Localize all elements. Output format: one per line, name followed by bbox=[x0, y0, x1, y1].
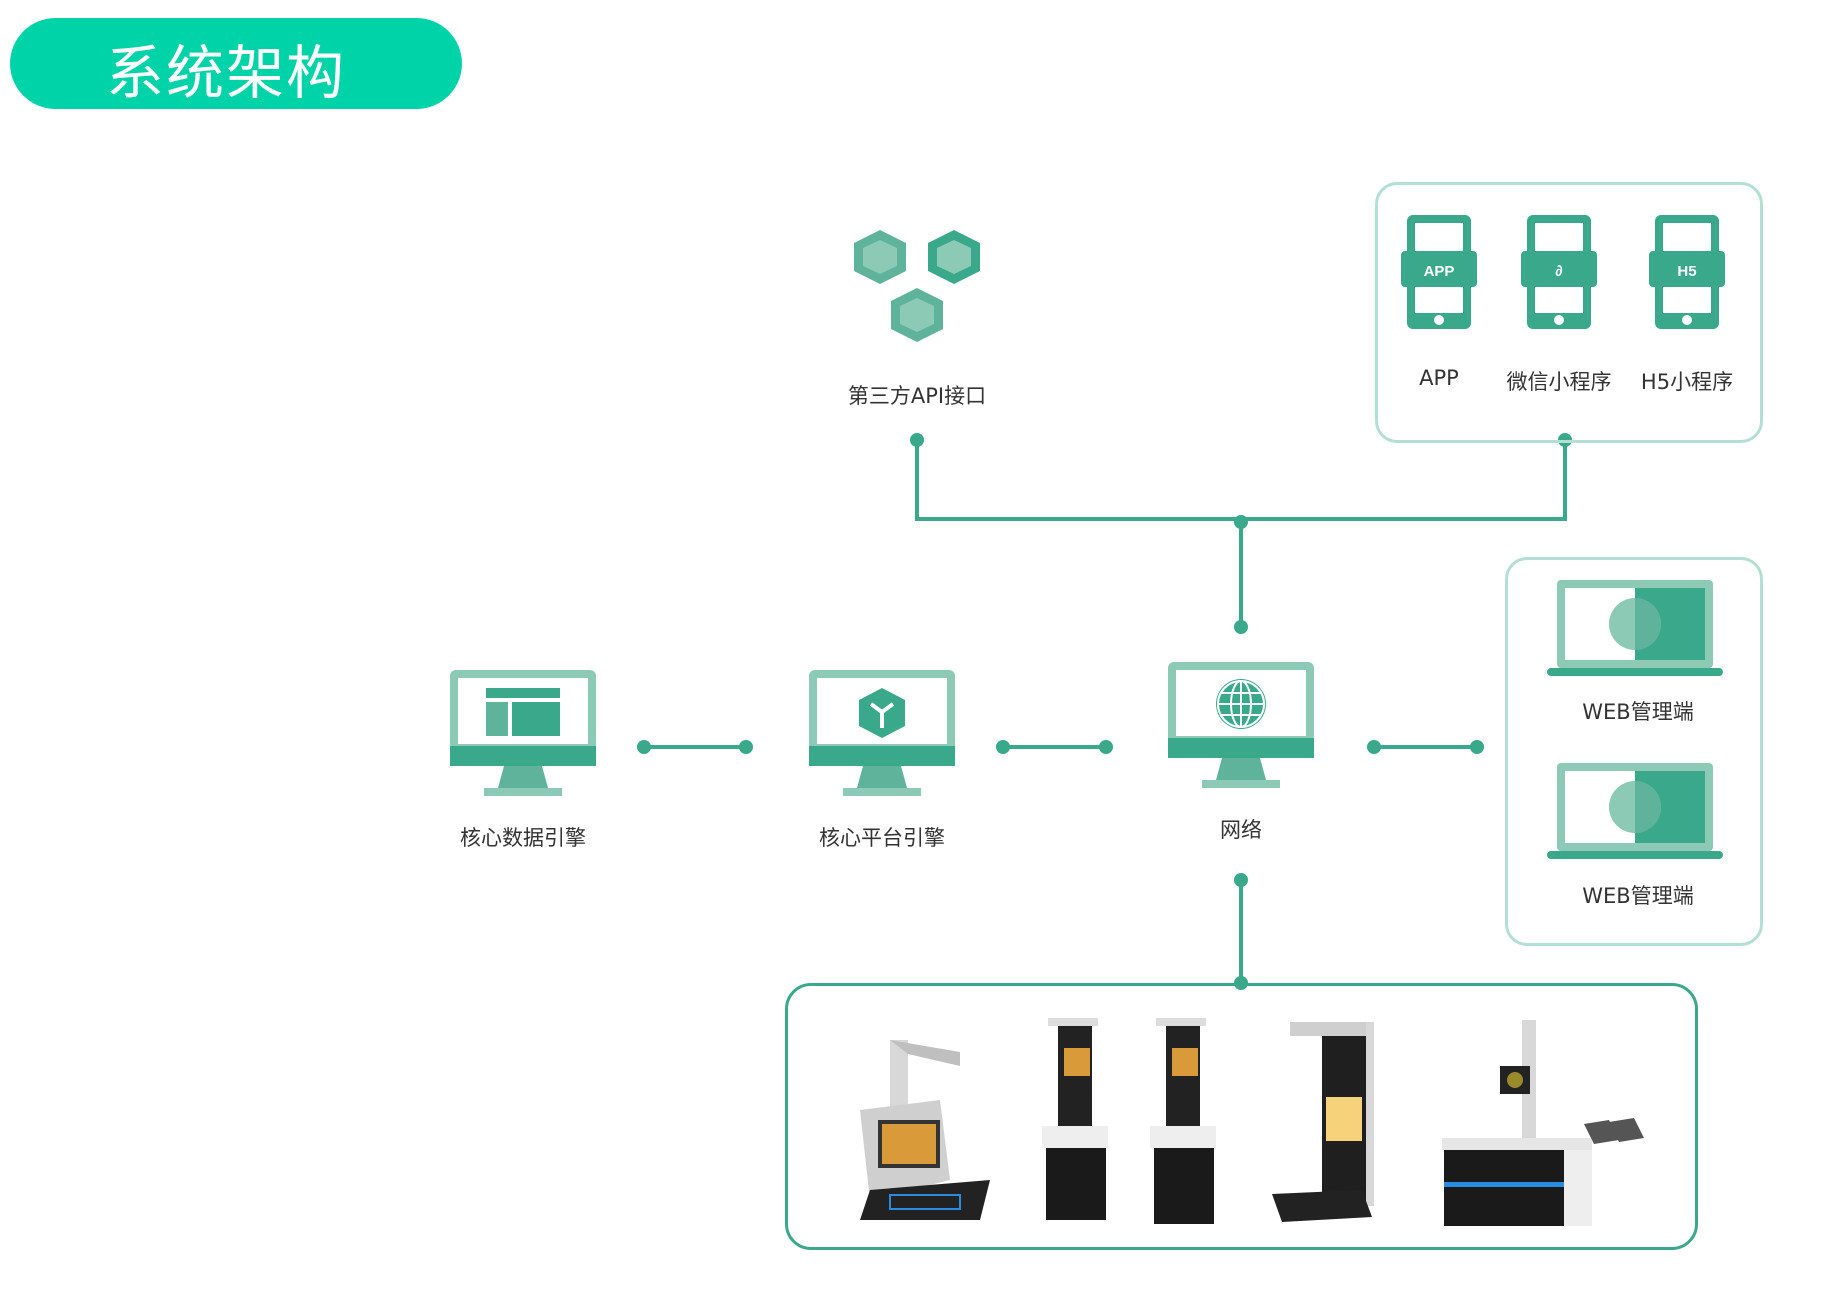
laptop-globe-icon[interactable] bbox=[1547, 763, 1723, 863]
app-phone-icon[interactable]: APP bbox=[1401, 215, 1477, 329]
client-label-h5: H5小程序 bbox=[1640, 370, 1734, 394]
network-label: 网络 bbox=[1220, 818, 1262, 842]
hexagon-cluster-icon bbox=[854, 230, 980, 342]
self-service-kiosk[interactable] bbox=[1028, 1018, 1128, 1223]
node-dot bbox=[1234, 620, 1248, 634]
globe-monitor-icon[interactable] bbox=[1168, 662, 1314, 792]
node-dot bbox=[1367, 740, 1381, 754]
node-dot bbox=[1099, 740, 1113, 754]
client-label-app: APP bbox=[1419, 366, 1459, 390]
layout-monitor-icon[interactable] bbox=[450, 670, 596, 800]
section-title: 系统架构 bbox=[106, 39, 347, 107]
desk-scanner-station[interactable] bbox=[1434, 1010, 1654, 1230]
laptop-globe-icon[interactable] bbox=[1547, 580, 1723, 680]
h5-phone-icon[interactable]: H5 bbox=[1649, 215, 1725, 329]
cube-monitor-icon[interactable] bbox=[809, 670, 955, 800]
node-dot bbox=[637, 740, 651, 754]
app-badge: APP bbox=[1423, 263, 1455, 280]
clients-group bbox=[1375, 182, 1763, 443]
h5-badge: H5 bbox=[1677, 263, 1697, 280]
node-dot bbox=[1470, 740, 1484, 754]
web-label-2: WEB管理端 bbox=[1582, 884, 1694, 908]
core-platform-label: 核心平台引擎 bbox=[819, 826, 945, 850]
api-label: 第三方API接口 bbox=[847, 384, 987, 408]
book-scanner-kiosk[interactable] bbox=[820, 1030, 1000, 1220]
client-label-wechat: 微信小程序 bbox=[1506, 370, 1612, 394]
core-data-label: 核心数据引擎 bbox=[460, 826, 586, 850]
standing-scanner-terminal[interactable] bbox=[1262, 1012, 1422, 1222]
node-dot bbox=[1234, 515, 1248, 529]
node-dot bbox=[739, 740, 753, 754]
mini-program-badge: ∂ bbox=[1555, 263, 1563, 280]
self-service-kiosk[interactable] bbox=[1136, 1018, 1236, 1228]
node-dot bbox=[1234, 873, 1248, 887]
web-group bbox=[1505, 557, 1763, 946]
mini-program-phone-icon[interactable]: ∂ bbox=[1521, 215, 1597, 329]
node-dot bbox=[910, 433, 924, 447]
bus-line bbox=[915, 440, 1567, 521]
section-title-pill: 系统架构 bbox=[10, 18, 462, 109]
web-label-1: WEB管理端 bbox=[1582, 700, 1694, 724]
node-dot bbox=[996, 740, 1010, 754]
devices-group bbox=[785, 983, 1698, 1250]
